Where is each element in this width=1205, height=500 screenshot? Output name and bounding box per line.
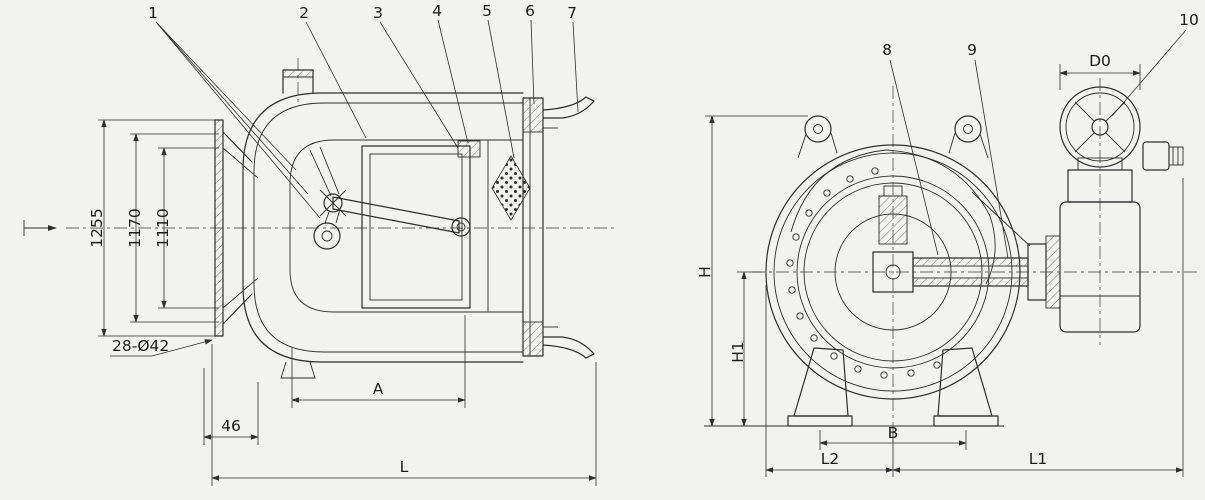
callouts-left: 1 2 3 4 5 6 7: [148, 2, 579, 219]
callout-3: 3: [373, 4, 383, 22]
actuator: [1059, 86, 1184, 333]
outlet-pipe-bottom: [542, 336, 595, 359]
shaft-assembly: [872, 185, 1061, 309]
callout-1: 1: [148, 4, 158, 22]
dim-1110-label: 1110: [154, 208, 172, 247]
outlet-pipe-top: [542, 96, 595, 119]
support-legs: [704, 347, 1004, 427]
lever-arm: [332, 196, 460, 234]
dim-L: L: [211, 344, 597, 486]
dim-1255: 1255: [88, 119, 219, 337]
callout-7: 7: [567, 4, 577, 22]
dim-L2: L2: [765, 285, 894, 477]
bolt-spec-label: 28-Ø42: [112, 337, 169, 355]
right-view: H H1 B L2 L1 D0: [696, 11, 1200, 477]
dim-1255-label: 1255: [88, 208, 106, 247]
bolt-ring: [786, 167, 941, 379]
perforated-screen: [487, 140, 531, 312]
flow-arrow: [23, 220, 57, 236]
dim-L1-label: L1: [1029, 450, 1048, 468]
left-view: 1255 1170 1110 28-Ø42 46: [23, 2, 614, 486]
dim-L1: L1: [892, 178, 1184, 477]
dim-H1: H1: [729, 271, 762, 427]
dim-L2-label: L2: [821, 450, 840, 468]
dim-A-label: A: [373, 380, 384, 398]
dim-D0-label: D0: [1089, 52, 1111, 70]
link-pin: [451, 217, 471, 237]
outlet-flange: [522, 96, 595, 359]
valve-body: [242, 92, 524, 379]
callout-5: 5: [482, 2, 492, 20]
counterweight-hub: [313, 222, 341, 250]
callouts-right: 8 9 10: [882, 11, 1199, 259]
dim-H1-label: H1: [729, 341, 747, 363]
disc-assembly: [309, 140, 481, 309]
dim-H: H: [696, 115, 808, 427]
handwheel: [1059, 86, 1141, 168]
dim-A: A: [291, 315, 466, 408]
dim-1170: 1170: [126, 133, 219, 323]
dim-bolt-spec: 28-Ø42: [110, 337, 213, 357]
dim-H-label: H: [696, 266, 714, 278]
motor-connector: [1142, 141, 1184, 171]
dim-46-label: 46: [221, 417, 241, 435]
top-stub-flange: [282, 58, 314, 105]
dim-1170-label: 1170: [126, 208, 144, 247]
pivot-pin: [323, 193, 343, 213]
callout-9: 9: [967, 41, 977, 59]
callout-8: 8: [882, 41, 892, 59]
callout-6: 6: [525, 2, 535, 20]
callout-2: 2: [299, 4, 309, 22]
dim-46: 46: [203, 368, 259, 445]
callout-4: 4: [432, 2, 442, 20]
callout-10: 10: [1179, 11, 1199, 29]
dim-L-label: L: [400, 458, 409, 476]
top-fitting: [457, 140, 481, 158]
dim-D0: D0: [1059, 52, 1141, 90]
lifting-lugs: [797, 115, 989, 159]
dim-1110: 1110: [154, 147, 219, 309]
